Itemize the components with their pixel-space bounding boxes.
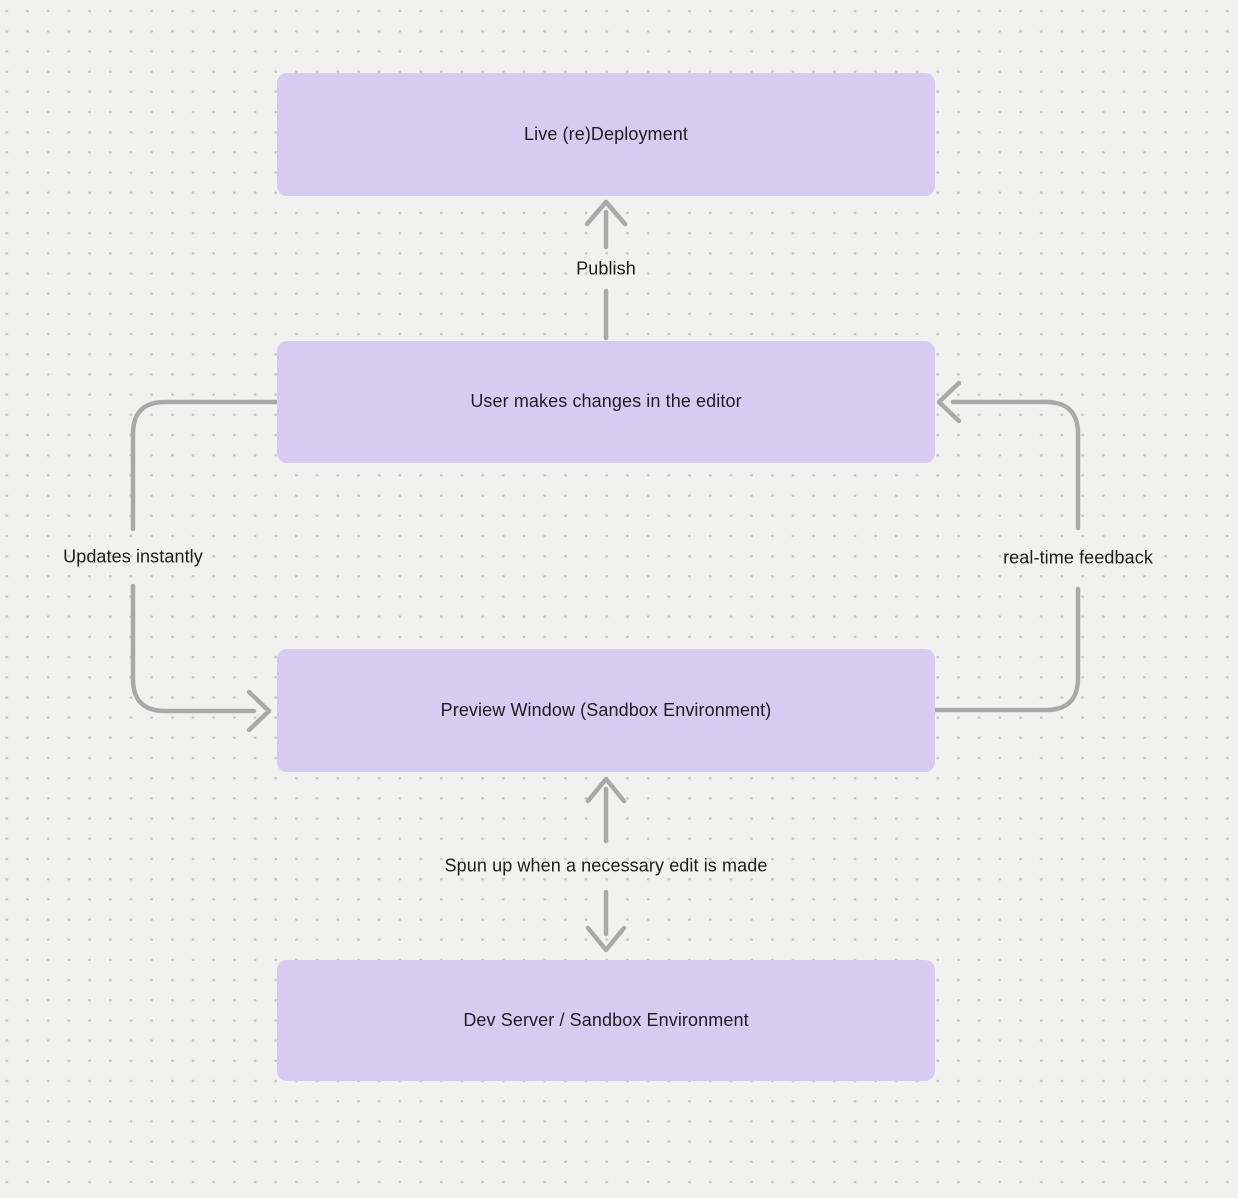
- connector-spun-up-label: Spun up when a necessary edit is made: [444, 855, 768, 876]
- connector-spunup-arrowhead-up: [585, 776, 627, 804]
- connector-feedback-line-upper: [950, 399, 1081, 531]
- node-user-editor-label: User makes changes in the editor: [470, 391, 742, 412]
- connector-feedback-line-lower: [932, 586, 1081, 713]
- node-user-editor: User makes changes in the editor: [277, 341, 935, 463]
- node-live-redeployment-label: Live (re)Deployment: [524, 123, 688, 144]
- node-dev-server: Dev Server / Sandbox Environment: [277, 960, 935, 1081]
- connector-spunup-arrowhead-down: [585, 925, 627, 953]
- node-preview-window-label: Preview Window (Sandbox Environment): [440, 699, 772, 720]
- connector-publish-arrowhead-up: [584, 199, 628, 227]
- node-dev-server-label: Dev Server / Sandbox Environment: [463, 1009, 749, 1030]
- node-preview-window: Preview Window (Sandbox Environment): [277, 649, 935, 772]
- connector-updates-line-lower: [130, 583, 257, 714]
- connector-updates-arrowhead-right: [246, 689, 272, 733]
- connector-publish-label: Publish: [576, 258, 636, 279]
- connector-feedback-arrowhead-left: [936, 380, 962, 424]
- connector-updates-line-upper: [130, 399, 280, 532]
- node-live-redeployment: Live (re)Deployment: [277, 73, 935, 196]
- connector-realtime-feedback-label: real-time feedback: [1003, 547, 1153, 568]
- connector-updates-instantly-label: Updates instantly: [63, 546, 203, 567]
